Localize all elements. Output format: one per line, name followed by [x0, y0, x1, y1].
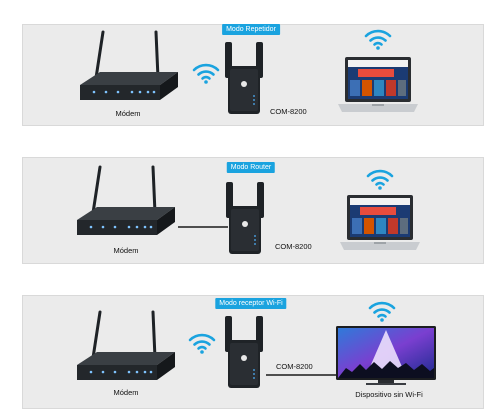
ethernet-cable — [178, 226, 228, 228]
laptop-icon — [340, 195, 420, 250]
wifi-icon — [192, 63, 220, 84]
router-icon — [77, 310, 175, 380]
modem-label: Módem — [113, 246, 139, 255]
mode-badge-repeater: Modo Repetidor — [222, 24, 280, 35]
wifi-icon — [368, 301, 396, 322]
device-label: COM-8200 — [276, 362, 313, 371]
wifi-icon — [364, 29, 392, 50]
tv-icon — [336, 326, 436, 385]
router-icon — [80, 30, 178, 100]
modem-label: Módem — [113, 388, 139, 397]
ethernet-cable — [266, 374, 338, 376]
router-icon — [77, 165, 175, 235]
laptop-icon — [338, 57, 418, 112]
repeater-icon — [226, 182, 264, 254]
endpoint-label: Dispositivo sin Wi-Fi — [355, 390, 423, 399]
mode-badge-router: Modo Router — [226, 162, 276, 173]
device-label: COM-8200 — [270, 107, 307, 116]
device-label: COM-8200 — [275, 242, 312, 251]
wifi-icon — [366, 169, 394, 190]
repeater-icon — [225, 42, 263, 114]
modem-label: Módem — [115, 109, 141, 118]
wifi-icon — [188, 333, 216, 354]
mode-badge-wifi-receiver: Modo receptor Wi-Fi — [215, 298, 287, 309]
repeater-icon — [225, 316, 263, 388]
